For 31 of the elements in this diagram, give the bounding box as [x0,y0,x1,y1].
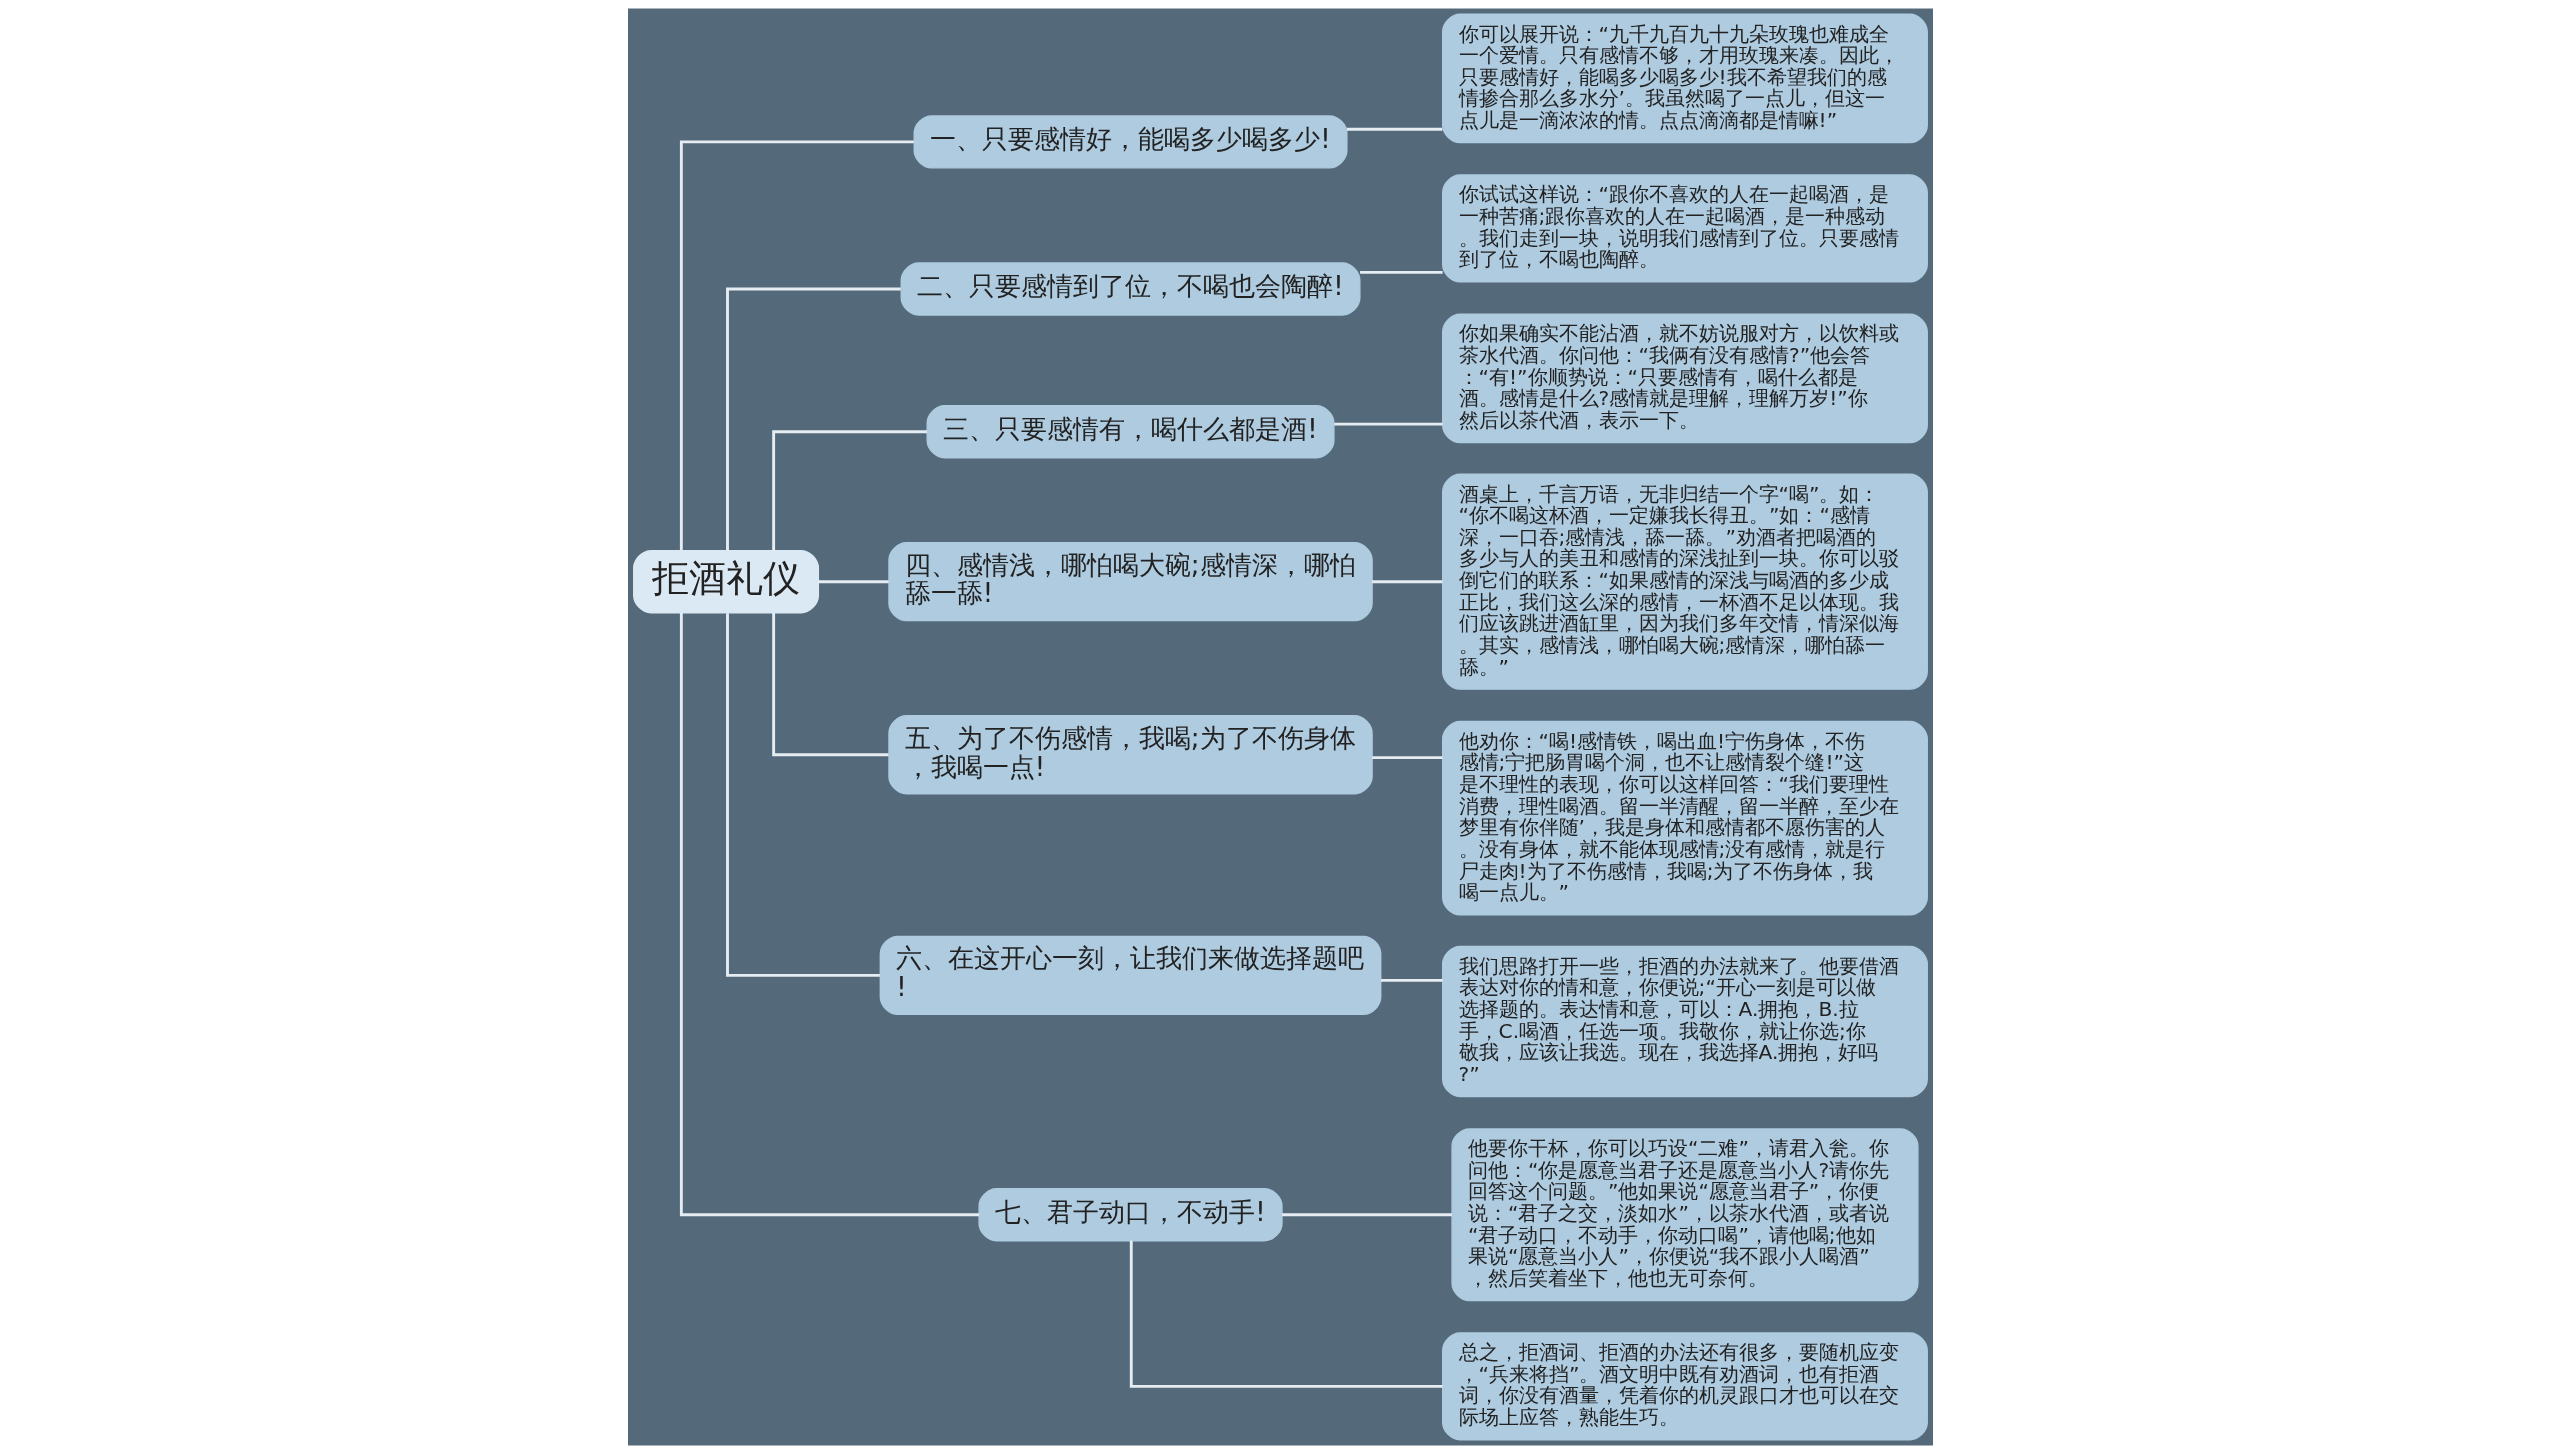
connector [679,613,979,1217]
connector [679,140,914,551]
node-box: 三、只要感情有，喝什么都是酒! [926,405,1335,459]
connector [817,580,889,584]
node-box: 你可以展开说：“九千九百九十九朵玫瑰也难成全一个爱情。只有感情不够，才用玫瑰来凑。因此，只要感情好，能喝多少喝多少!我不希望我们的感情掺合那么多水分’。我虽然喝了一点儿，但这一点儿是一滴浓浓的情。点点滴滴都是情嘛!” [1441,13,1928,144]
node-box: 他劝你：“喝!感情铁，喝出血!宁伤身体，不伤感情;宁把肠胃喝个洞，也不让感情裂个缝!”这是不理性的表现，你可以这样回答：“我们要理性消费，理性喝酒。留一半清醒，留一半醉，至少在梦里有你伴随’，我是身体和感情都不愿伤害的人。没有身体，就不能体现感情;没有感情，就是行尸走肉!为了不伤感情，我喝;为了不伤身体，我喝一点儿。” [1441,720,1928,916]
connector [1333,422,1442,426]
node-box: 七、君子动口，不动手! [977,1188,1283,1242]
node-box: 四、感情浅，哪怕喝大碗;感情深，哪怕舔一舔! [887,542,1373,622]
connector [725,613,880,977]
node-box: 拒酒礼仪 [632,550,819,614]
connector [1281,1213,1452,1217]
node-box: 二、只要感情到了位，不喝也会陶醉! [900,262,1361,316]
connector [725,287,901,551]
connector [1371,580,1442,584]
connector [1359,270,1443,274]
node-box: 你试试这样说：“跟你不喜欢的人在一起喝酒，是一种苦痛;跟你喜欢的人在一起喝酒，是一种感动。我们走到一块，说明我们感情到了位。只要感情到了位，不喝也陶醉。 [1441,174,1928,283]
node-box: 我们思路打开一些，拒酒的办法就来了。他要借酒表达对你的情和意，你便说;“开心一刻是可以做选择题的。表达情和意，可以：A.拥抱，B.拉手，C.喝酒，任选一项。我敬你，就让你选;你敬我，应该让我选。现在，我选择A.拥抱，好吗?” [1441,945,1928,1098]
connector [1129,1240,1442,1388]
node-box: 六、在这开心一刻，让我们来做选择题吧! [879,935,1381,1016]
connector [771,430,927,551]
connector [771,613,888,757]
node-box: 你如果确实不能沾酒，就不妨说服对方，以饮料或茶水代酒。你问他：“我俩有没有感情?”他会答：“有!”你顺势说：“只要感情有，喝什么都是酒。感情是什么?感情就是理解，理解万岁!”你然后以茶代酒，表示一下。 [1441,313,1928,444]
connector [1380,979,1443,982]
node-box: 一、只要感情好，能喝多少喝多少! [913,115,1348,169]
node-box: 他要你干杯，你可以巧设“二难”，请君入瓮。你问他：“你是愿意当君子还是愿意当小人?请你先回答这个问题。”他如果说“愿意当君子”，你便说：“君子之交，淡如水”，以茶水代酒，或者说“君子动口，不动手，你动口喝”，请他喝;他如果说“愿意当小人”，你便说“我不跟小人喝酒”，然后笑着坐下，他也无可奈何。 [1450,1128,1919,1302]
connector [1346,127,1442,131]
connector [1371,756,1442,760]
node-box: 总之，拒酒词、拒酒的办法还有很多，要随机应变，“兵来将挡”。酒文明中既有劝酒词，也有拒酒词，你没有酒量，凭着你的机灵跟口才也可以在交际场上应答，熟能生巧。 [1441,1332,1928,1441]
node-box: 酒桌上，千言万语，无非归结一个字“喝”。如：“你不喝这杯酒，一定嫌我长得丑。”如：“感情深，一口吞;感情浅，舔一舔。”劝酒者把喝酒的多少与人的美丑和感情的深浅扯到一块。你可以驳倒它们的联系：“如果感情的深浅与喝酒的多少成正比，我们这么深的感情，一杯酒不足以体现。我们应该跳进酒缸里，因为我们多年交情，情深似海。其实，感情浅，哪怕喝大碗;感情深，哪怕舔一舔。” [1441,473,1928,690]
node-box: 五、为了不伤感情，我喝;为了不伤身体，我喝一点! [887,715,1373,795]
